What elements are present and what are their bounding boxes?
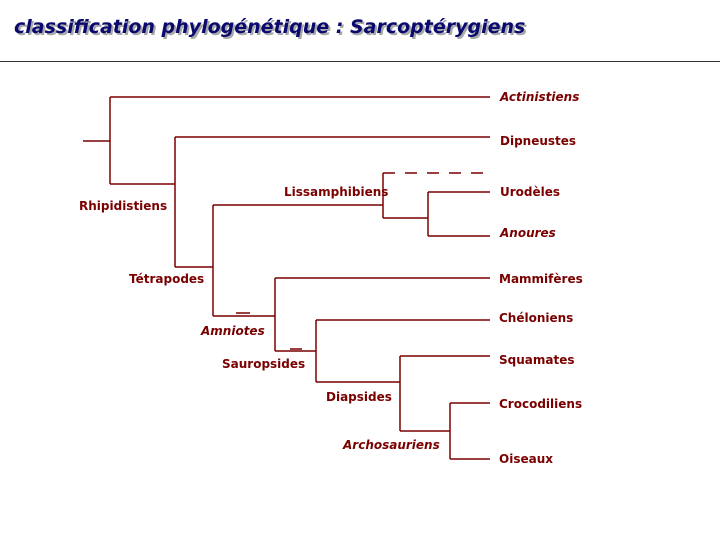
taxon-crocodiliens: Crocodiliens bbox=[499, 397, 582, 411]
taxon-squamates: Squamates bbox=[499, 353, 575, 367]
taxon-urodeles: Urodèles bbox=[500, 185, 560, 199]
taxon-mammiferes: Mammifères bbox=[499, 272, 583, 286]
clade-sauropsides: Sauropsides bbox=[222, 357, 305, 371]
taxon-cheloniens: Chéloniens bbox=[499, 311, 573, 325]
clade-amniotes: Amniotes bbox=[200, 324, 265, 338]
taxon-anoures: Anoures bbox=[499, 226, 556, 240]
tree-branches bbox=[83, 96, 490, 460]
clade-tetrapodes: Tétrapodes bbox=[129, 272, 204, 286]
title-divider bbox=[0, 61, 720, 62]
page-title: classification phylogénétique : Sarcopté… bbox=[14, 16, 526, 38]
taxon-oiseaux: Oiseaux bbox=[499, 452, 553, 466]
clade-rhipidistiens: Rhipidistiens bbox=[79, 199, 167, 213]
clade-archosauriens: Archosauriens bbox=[342, 438, 440, 452]
clade-diapsides: Diapsides bbox=[326, 390, 392, 404]
taxon-actinistiens: Actinistiens bbox=[499, 90, 579, 104]
taxon-dipneustes: Dipneustes bbox=[500, 134, 576, 148]
clade-lissamphibiens: Lissamphibiens bbox=[284, 185, 388, 199]
